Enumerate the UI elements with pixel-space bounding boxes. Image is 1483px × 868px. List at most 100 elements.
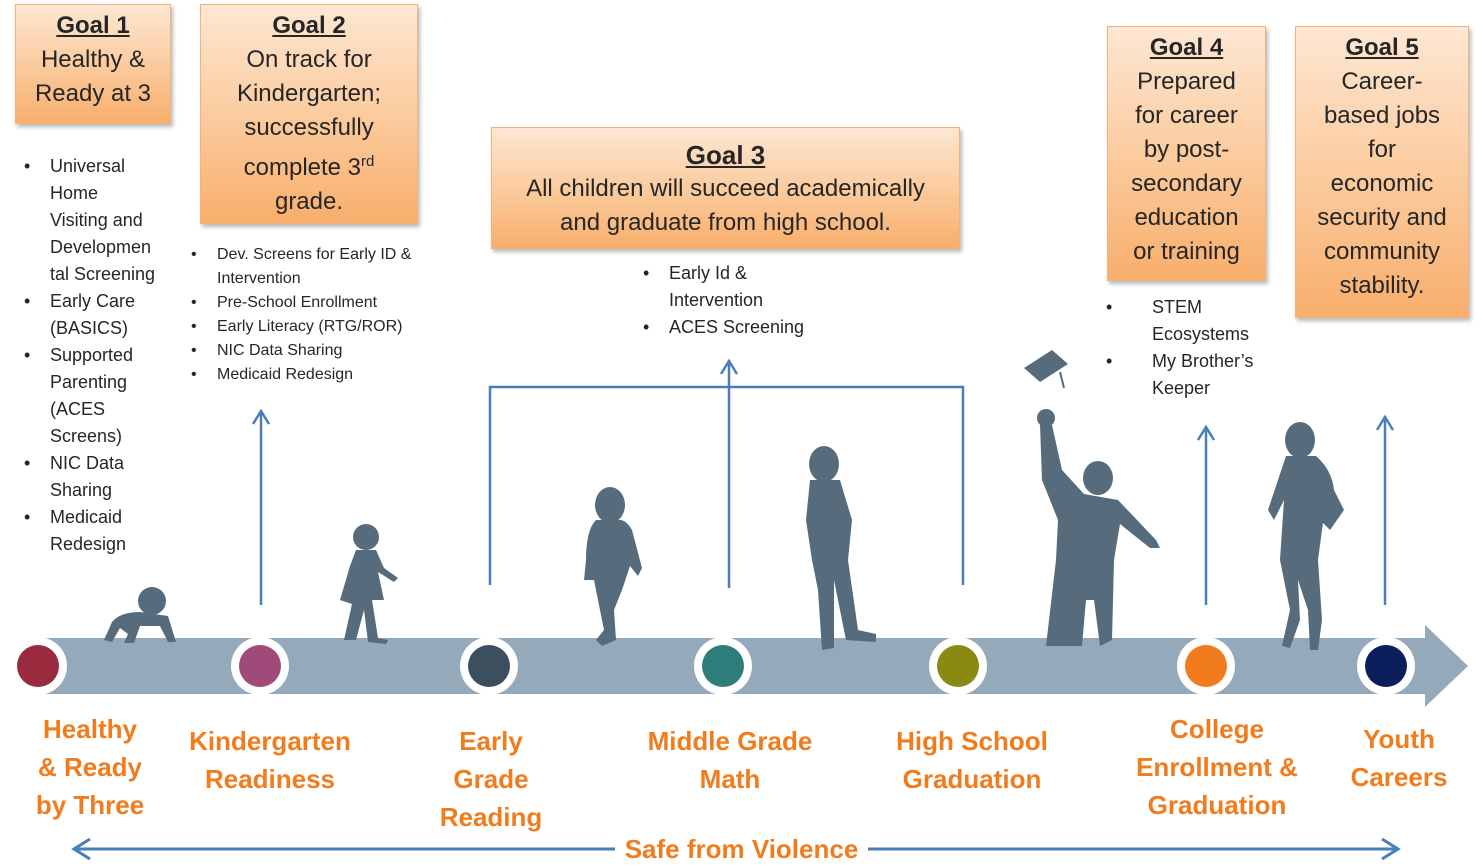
stage-dot [937,645,979,687]
bullet-text: Dev. Screens for Early ID & [217,246,412,263]
baby-silhouette [104,587,176,643]
goal-4-title: Goal 4 [1149,34,1224,61]
goal-4-line: Prepared [1137,68,1236,95]
graduate-silhouette [1037,409,1160,646]
goal-3-line: and graduate from high school. [560,209,891,236]
goal-2-title: Goal 2 [272,12,346,39]
goal-2-bullets: Dev. Screens for Early ID & Intervention… [189,243,449,387]
goal-4-line: for career [1135,102,1238,129]
bullet-item: Supported Parenting (ACES Screens) [22,342,182,450]
goal-2-box: Goal 2 On track for Kindergarten; succes… [200,4,418,224]
stage-label-middle-grade-math: Middle Grade Math [628,722,832,798]
stage-label-line: Careers [1350,762,1448,792]
bullet-text: Early Literacy (RTG/ROR) [217,318,403,335]
goal-4-line: education [1134,204,1239,231]
goal-1-line: Healthy & [40,46,146,73]
bullet-text: tal Screening [50,264,156,284]
bullet-text: Parenting [50,372,128,392]
bullet-item: Medicaid Redesign [22,504,182,558]
goal-3-bullets: Early Id & Intervention ACES Screening [641,260,841,341]
goal-5-line: community [1323,238,1441,265]
stage-label-early-grade-reading: Early Grade Reading [420,722,562,836]
bullet-item: ACES Screening [641,314,841,341]
goal-2-line: grade. [274,188,344,215]
goal-4-bullets: STEM Ecosystems My Brother’s Keeper [1104,294,1304,402]
bullet-item: NIC Data Sharing [22,450,182,504]
stage-dot [239,645,281,687]
stage-label-line: Youth [1363,724,1435,754]
goal-3-box: Goal 3 All children will succeed academi… [491,127,960,249]
bullet-text: Screens) [50,426,123,446]
bullet-text: Supported [50,345,134,365]
goal-5-line: economic [1330,170,1434,197]
footer-text: Safe from Violence [614,834,869,864]
stage-label-line: & Ready [37,752,143,782]
stage-label-kindergarten-readiness: Kindergarten Readiness [170,722,370,798]
goal-5-box: Goal 5 Career- based jobs for economic s… [1295,26,1469,318]
bullet-item: STEM Ecosystems [1104,294,1304,348]
stage-label-healthy-ready: Healthy & Ready by Three [10,710,170,824]
goal3-bracket [488,385,965,585]
stage-label-line: College [1170,714,1264,744]
bullet-item: Pre-School Enrollment [189,291,449,315]
goal-4-line: secondary [1131,170,1242,197]
bullet-item: My Brother’s Keeper [1104,348,1304,402]
goal-1-box: Goal 1 Healthy & Ready at 3 [15,4,171,124]
bullet-text: (ACES [50,399,106,419]
safe-from-violence-label: Safe from Violence [0,830,1483,868]
bullet-text: Pre-School Enrollment [217,294,378,311]
bullet-text: ACES Screening [669,317,805,337]
graduation-cap-silhouette [1024,350,1068,389]
goal-2-line: complete 3 [243,154,362,181]
goal-3-line: All children will succeed academically [526,175,925,202]
bullet-text: Intervention [217,270,301,287]
bullet-item: Dev. Screens for Early ID & Intervention [189,243,449,291]
career-woman-silhouette [1268,422,1344,650]
stage-label-youth-careers: Youth Careers [1334,720,1464,796]
goal-3-title: Goal 3 [685,140,766,170]
goal-5-title: Goal 5 [1345,34,1419,61]
toddler-silhouette [340,524,398,644]
bullet-text: Ecosystems [1152,324,1250,344]
girl-silhouette [584,487,642,646]
goal-1-line: Ready at 3 [34,80,152,107]
boy-with-books-silhouette [806,446,876,650]
stage-label-line: Healthy [43,714,137,744]
bullet-text: Home [50,183,99,203]
stage-label-line: High School [896,726,1048,756]
goal-5-line: based jobs [1323,102,1441,129]
bullet-item: NIC Data Sharing [189,339,449,363]
bullet-item: Universal Home Visiting and Developmen t… [22,153,182,288]
stage-label-line: Grade [453,764,529,794]
stage-label-line: Graduation [902,764,1042,794]
goal-4-line: or training [1133,238,1240,265]
bullet-text: Universal [50,156,126,176]
stage-label-line: Enrollment & [1136,752,1298,782]
bullet-item: Early Care (BASICS) [22,288,182,342]
stage-label-line: Middle Grade [647,726,813,756]
bullet-item: Early Literacy (RTG/ROR) [189,315,449,339]
bullet-text: Intervention [669,290,764,310]
goal-1-title: Goal 1 [56,12,130,39]
bullet-text: Keeper [1152,378,1211,398]
stage-label-line: Reading [439,802,543,832]
stage-label-line: Early [459,726,523,756]
stage-dot [17,645,59,687]
timeline-arrow [40,625,1468,707]
stage-dot [1365,645,1407,687]
bullet-text: NIC Data [50,453,125,473]
goal-5-line: stability. [1339,272,1425,299]
bullet-text: Visiting and [50,210,143,230]
goal-5-line: Career- [1341,68,1423,95]
goal-5-line: for [1367,136,1396,163]
bullet-text: Medicaid [50,507,123,527]
bullet-text: Medicaid Redesign [217,366,354,383]
stage-label-line: Kindergarten [189,726,351,756]
goal-4-box: Goal 4 Prepared for career by post- seco… [1107,26,1266,281]
stage-label-high-school-graduation: High School Graduation [880,722,1064,798]
stage-label-line: by Three [35,790,145,820]
goal-2-superscript: rd [361,153,375,170]
stage-dot [468,645,510,687]
stage-label-college-enrollment: College Enrollment & Graduation [1110,710,1324,824]
goal-2-line: Kindergarten; [236,80,382,107]
